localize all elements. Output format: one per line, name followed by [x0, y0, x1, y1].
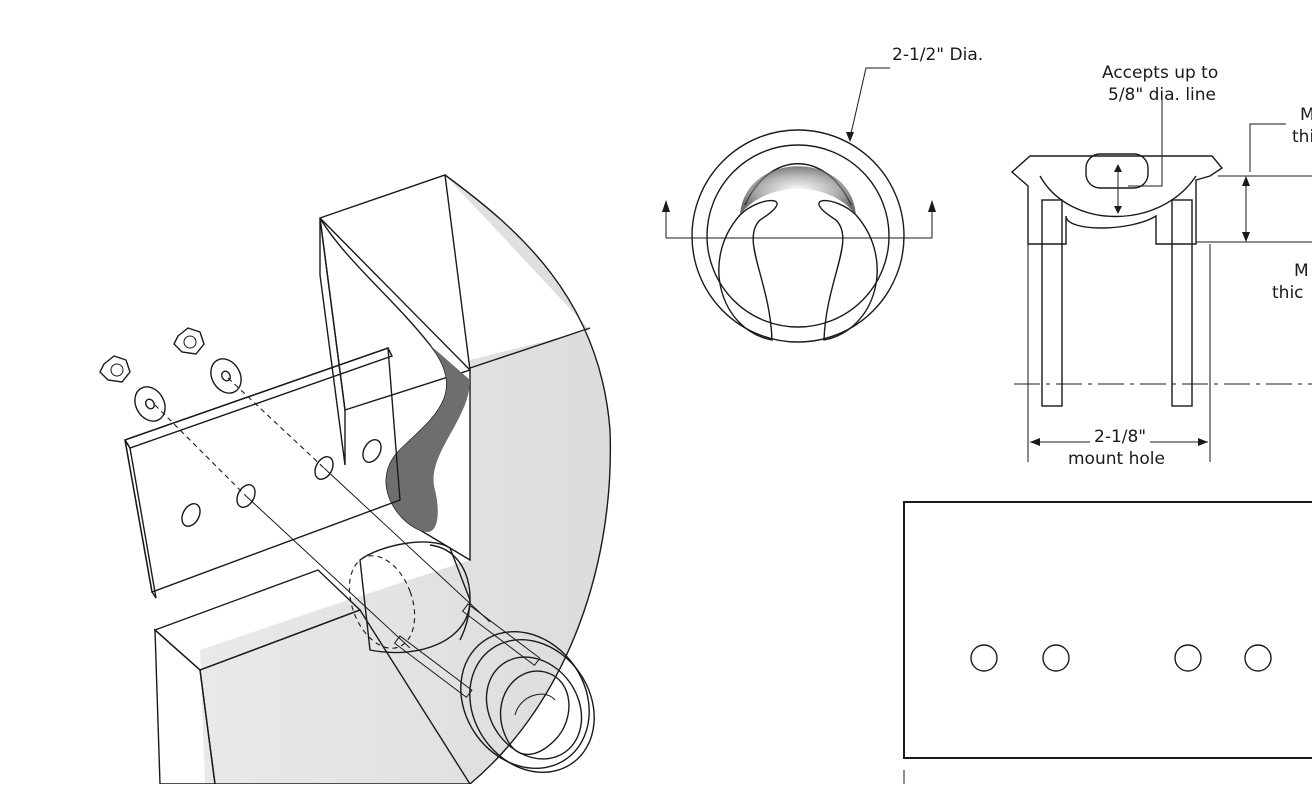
mount-hole-label-1: 2-1/8": [1094, 427, 1146, 447]
section-stud: [1171, 199, 1193, 407]
min-thickness-label-1: M: [1294, 261, 1309, 281]
fairlead-inner-rim: [706, 144, 890, 328]
backing-plate-top: [123, 347, 393, 449]
washer: [210, 358, 242, 394]
section-stud: [1041, 199, 1063, 407]
diameter-callout: 2-1/2" Dia.: [892, 45, 983, 65]
lock-nut: [99, 355, 131, 383]
template-hole: [1244, 644, 1272, 672]
plate-hole: [362, 439, 382, 463]
washer: [134, 386, 166, 422]
template-hole: [1174, 644, 1202, 672]
upper-block-side: [319, 217, 346, 466]
fairlead-head-rim: [485, 656, 583, 760]
template-outline: [903, 501, 1312, 759]
front-view: 2-1/2" Dia.: [662, 45, 983, 343]
fairlead-body-section: [1010, 155, 1224, 245]
fairlead-head: [469, 639, 595, 773]
max-thickness-label-2: thi: [1292, 127, 1312, 147]
plate-hole: [181, 503, 201, 527]
section-view: Accepts up to 5/8" dia. line 2-1/8" moun…: [1010, 63, 1312, 469]
max-thickness-label-1: M: [1300, 105, 1312, 125]
template-hole: [970, 644, 998, 672]
accepts-line-label-2: 5/8" dia. line: [1108, 85, 1216, 105]
accepts-line-label-1: Accepts up to: [1102, 63, 1218, 83]
line-cross-section: [1085, 153, 1149, 189]
tube-opening: [348, 555, 416, 649]
lock-nut: [173, 327, 205, 355]
min-thickness-label-2: thic: [1272, 283, 1304, 303]
backing-plate-edge: [124, 439, 157, 599]
washer-nut-pair: [173, 327, 242, 394]
fairlead-opening-right: [818, 199, 878, 341]
fairlead-opening-left: [718, 199, 778, 341]
plate-hole: [236, 484, 256, 508]
isometric-view: [99, 174, 612, 785]
fairlead-slot: [499, 670, 570, 756]
plate-hole: [314, 456, 334, 480]
mount-stud: [461, 603, 541, 667]
mount-hole-label-2: mount hole: [1068, 449, 1165, 469]
washer-nut-pair: [99, 355, 166, 422]
backing-plate-front: [124, 347, 401, 593]
mounting-template: [903, 501, 1312, 784]
fairlead-outer-rim: [691, 129, 905, 343]
template-hole: [1042, 644, 1070, 672]
hull-edge-face: [386, 345, 470, 532]
